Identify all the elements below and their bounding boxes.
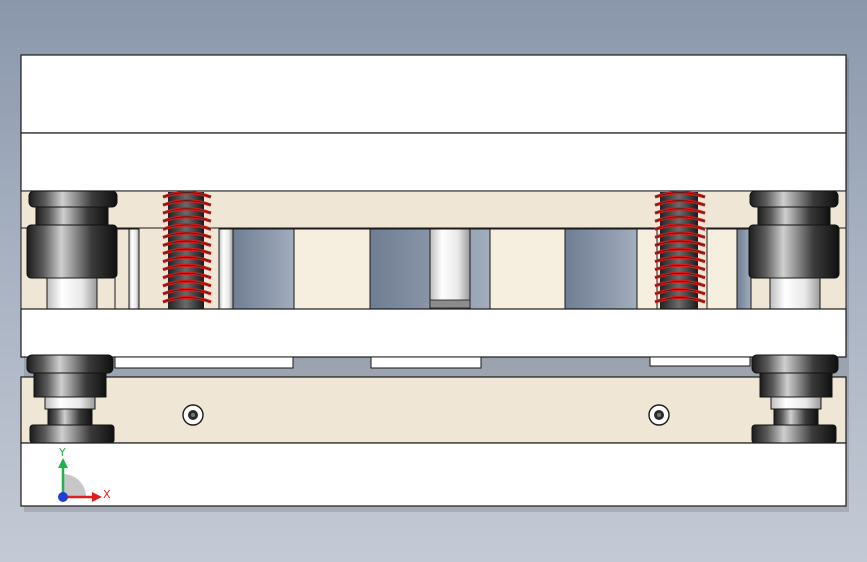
guide-bushing-right[interactable] — [748, 190, 840, 310]
top-die-plate[interactable] — [20, 132, 847, 192]
top-clamp-plate[interactable] — [20, 54, 847, 134]
cap-screw-right[interactable] — [648, 404, 670, 426]
bottom-base-plate[interactable] — [20, 442, 847, 507]
die-spring-right[interactable] — [654, 190, 706, 309]
stripper-plate[interactable] — [20, 308, 847, 358]
guide-bushing-left[interactable] — [26, 190, 118, 310]
center-pilot-pin[interactable] — [429, 228, 471, 310]
lower-bushing-right[interactable] — [751, 354, 839, 444]
lower-die-plate[interactable] — [20, 376, 847, 444]
y-axis-label: Y — [58, 446, 66, 459]
lower-bushing-left[interactable] — [26, 354, 115, 444]
cap-screw-left[interactable] — [182, 404, 204, 426]
die-spring-left[interactable] — [162, 190, 212, 309]
x-axis-label: X — [103, 488, 111, 501]
coordinate-triad-icon: Y X — [58, 446, 111, 502]
